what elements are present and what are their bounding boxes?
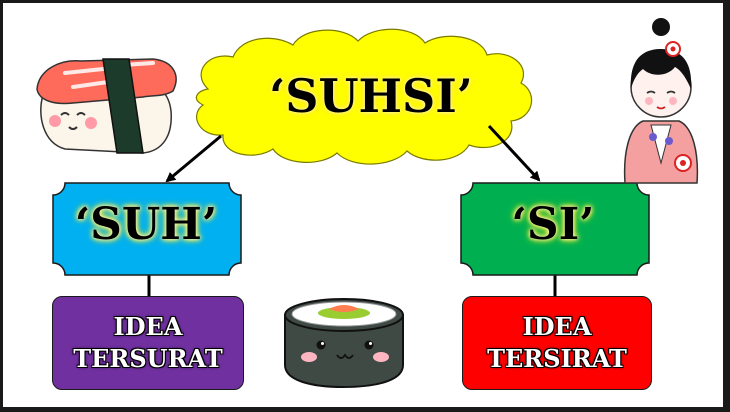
idea-tersurat-line1: IDEA — [113, 312, 183, 341]
si-title: ‘SI’ — [511, 199, 595, 250]
suh-plaque — [52, 182, 242, 276]
kokeshi-doll-icon — [623, 18, 699, 184]
sushi-roll-icon — [284, 298, 404, 389]
idea-tersurat-line2: TERSURAT — [73, 344, 223, 373]
diagram-graphics — [36, 18, 699, 389]
idea-tersirat-line2: TERSIRAT — [487, 344, 627, 373]
idea-tersirat-line1: IDEA — [522, 312, 592, 341]
si-plaque — [460, 182, 650, 276]
title-cloud — [195, 28, 533, 165]
suh-title: ‘SUH’ — [74, 199, 218, 250]
diagram-canvas: ‘SUHSI’ ‘SUH’ ‘SI’ IDEA TERSURAT IDEA TE… — [3, 3, 723, 407]
arrow-to-si — [487, 124, 541, 182]
idea-tersirat-box: IDEA TERSIRAT — [462, 296, 652, 390]
arrow-to-suh — [165, 134, 222, 183]
idea-tersurat-box: IDEA TERSURAT — [52, 296, 244, 390]
salmon-nigiri-icon — [36, 58, 177, 154]
main-title: ‘SUHSI’ — [269, 69, 473, 123]
